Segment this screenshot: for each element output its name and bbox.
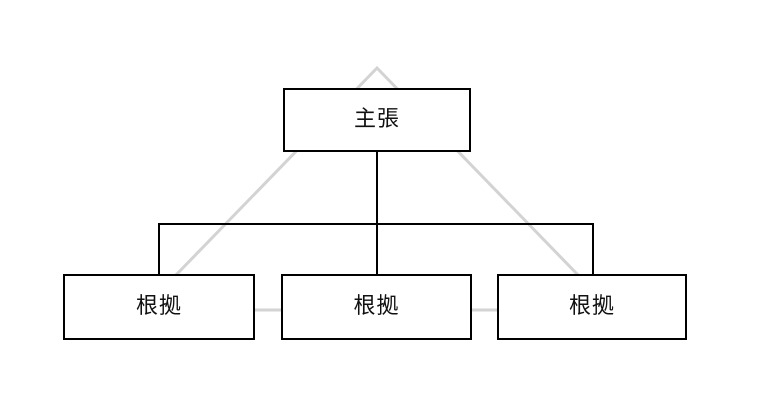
evidence-box-2-label: 根拠 <box>353 294 400 319</box>
evidence-box-3: 根拠 <box>497 274 687 340</box>
distribution-connector <box>158 223 594 276</box>
evidence-box-3-label: 根拠 <box>568 294 615 319</box>
evidence-box-1: 根拠 <box>63 274 255 340</box>
evidence-box-1-label: 根拠 <box>135 294 182 319</box>
claim-box-label: 主張 <box>353 107 400 132</box>
evidence-box-2: 根拠 <box>281 274 472 340</box>
claim-box: 主張 <box>283 88 471 152</box>
